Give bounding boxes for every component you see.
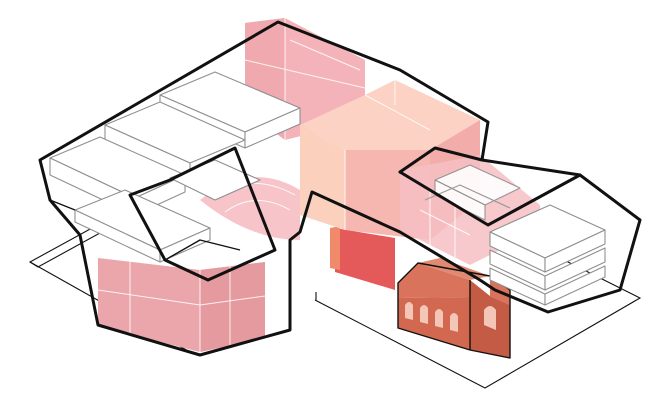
right-wing-boxes (489, 204, 606, 306)
left-lower-volume (97, 258, 266, 352)
left-wing-boxes (49, 71, 301, 263)
bridge-boxes (424, 164, 521, 221)
church-building (397, 258, 511, 359)
building-outline (38, 20, 642, 357)
red-base-volume (330, 226, 395, 290)
